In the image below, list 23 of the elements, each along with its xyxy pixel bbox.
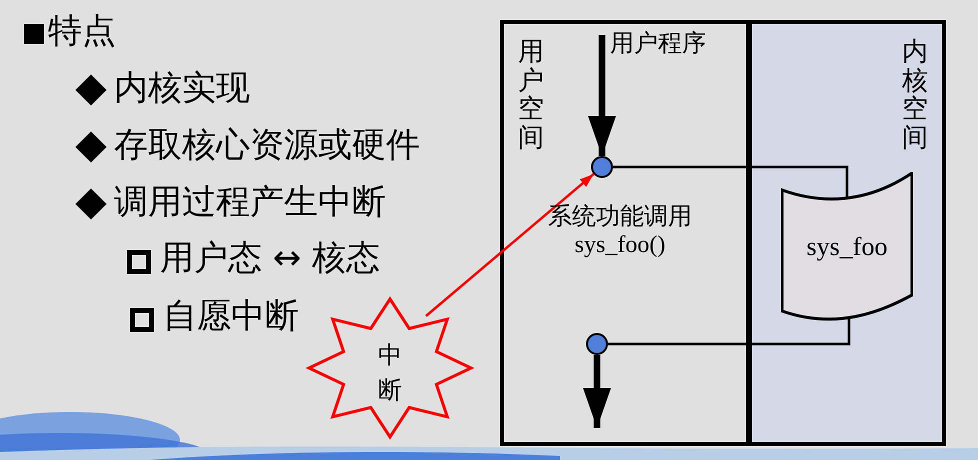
arrow bbox=[588, 35, 616, 156]
connector-line bbox=[613, 166, 848, 198]
bullet-text: 用户态 ↔ 核态 bbox=[160, 239, 380, 278]
bullet-text: 存取核心资源或硬件 bbox=[114, 126, 420, 166]
bullet-text: 自愿中断 bbox=[163, 297, 299, 336]
junction-circle bbox=[586, 333, 608, 355]
junction-circle bbox=[591, 156, 613, 178]
starburst-shape bbox=[306, 296, 474, 440]
panel-title: 内核空间 bbox=[902, 38, 928, 152]
arrow bbox=[425, 173, 594, 317]
text-label: 系统功能调用 sys_foo() bbox=[547, 204, 693, 260]
document-shape bbox=[781, 172, 913, 322]
starburst-label: 中断 bbox=[378, 340, 402, 406]
panel bbox=[748, 20, 946, 446]
panel bbox=[500, 20, 750, 446]
bullet-text: 调用过程产生中断 bbox=[114, 183, 386, 222]
bullet-text: 内核实现 bbox=[114, 69, 250, 108]
text-label: 用户程序 bbox=[610, 30, 706, 58]
arrow bbox=[583, 355, 611, 428]
panel-title: 用户空间 bbox=[518, 38, 544, 152]
shape-label: sys_foo bbox=[806, 234, 888, 260]
connector-line bbox=[608, 318, 850, 346]
bullet-text: 特点 bbox=[48, 12, 116, 52]
